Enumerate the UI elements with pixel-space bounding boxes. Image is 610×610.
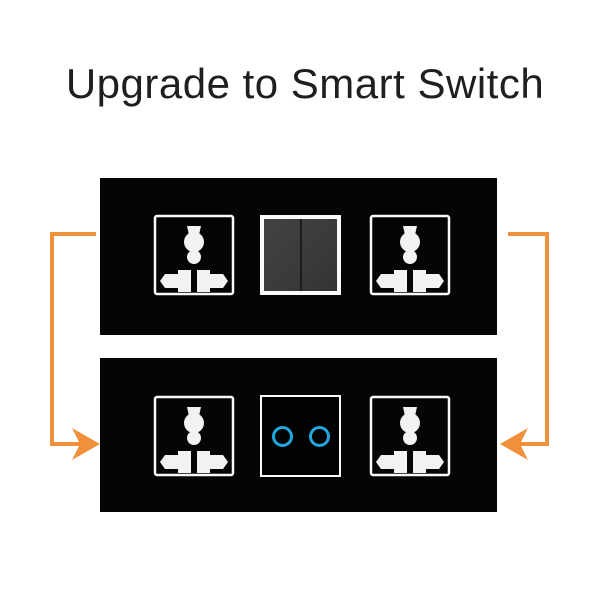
universal-socket-icon [153,214,235,296]
left-pin-hole [160,451,191,473]
left-pin-hole [376,270,407,292]
universal-socket [369,395,451,477]
left-pin-hole [160,270,191,292]
right-pin-hole [197,451,228,473]
touch-circle-icon [271,425,293,447]
upgrade-arrow-left-icon [50,232,100,460]
upgrade-arrow-right-icon [500,232,549,460]
mechanical-panel [100,178,497,335]
universal-socket-icon [153,395,235,477]
rocker-switch [260,215,341,295]
universal-socket [369,214,451,296]
left-pin-hole [376,451,407,473]
universal-socket [153,214,235,296]
touch-circle-icon [308,425,330,447]
universal-socket-icon [369,395,451,477]
right-pin-hole [413,451,444,473]
rocker-button-left [264,219,301,291]
page-title: Upgrade to Smart Switch [65,60,545,107]
universal-socket [153,395,235,477]
rocker-button-right [301,219,338,291]
right-pin-hole [413,270,444,292]
smart-touch-switch [260,395,341,477]
right-pin-hole [197,270,228,292]
rocker-divider [299,219,302,291]
rocker-switch-icon [264,219,337,291]
smart-panel [100,358,497,512]
universal-socket-icon [369,214,451,296]
